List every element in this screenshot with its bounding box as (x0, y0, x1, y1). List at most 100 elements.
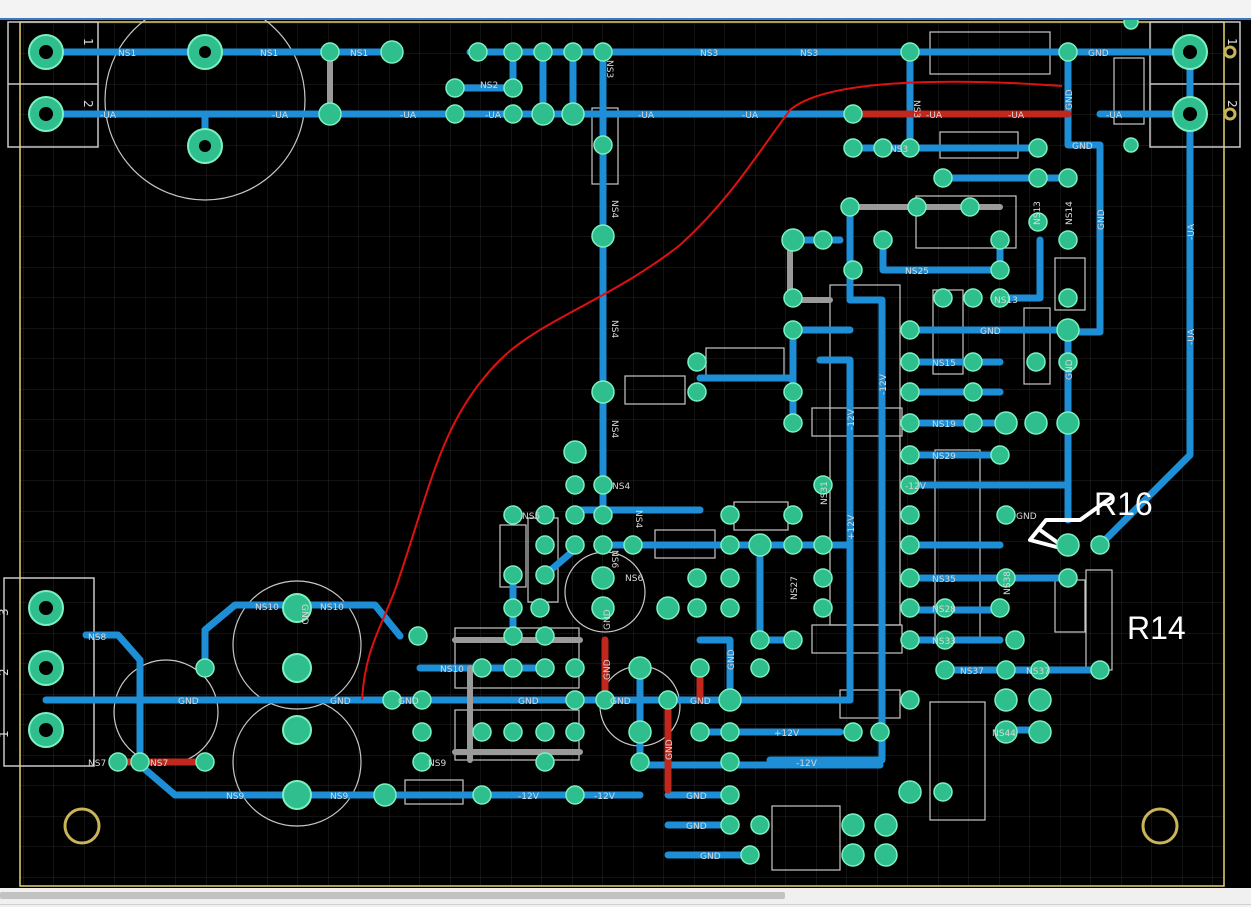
pin-number: 1 (1225, 38, 1239, 46)
net-label: GND (1072, 142, 1093, 152)
net-label: NS10 (440, 665, 464, 675)
net-label: NS38 (1003, 571, 1013, 595)
net-label: GND (1088, 49, 1109, 59)
net-labels: NS1 NS1 NS1 NS3 NS3 GND NS2 -UA -UA -UA … (88, 49, 1197, 862)
scrollbar-divider (0, 904, 1251, 905)
net-label: NS3 (700, 49, 718, 59)
net-label: NS8 (88, 633, 106, 643)
net-label: NS44 (992, 729, 1016, 739)
net-label: NS3 (800, 49, 818, 59)
net-label: +12V (847, 514, 857, 540)
net-label: NS3 (911, 100, 921, 118)
net-label: GND (1016, 512, 1037, 522)
net-label: NS33 (932, 637, 956, 647)
pin-number: 2 (81, 100, 95, 108)
net-label: GND (690, 697, 711, 707)
scrollbar-thumb[interactable] (0, 892, 785, 899)
annotation-r16: R16 (1094, 486, 1153, 522)
net-label: GND (665, 739, 675, 760)
net-label: NS3 (604, 60, 614, 78)
net-label: GND (518, 697, 539, 707)
net-label: GND (727, 649, 737, 670)
net-label: -UA (400, 111, 417, 121)
net-label: NS15 (932, 359, 956, 369)
window-title-bar (0, 0, 1251, 20)
net-label: -UA (100, 111, 117, 121)
net-label: NS10 (255, 603, 279, 613)
net-label: GND (610, 697, 631, 707)
net-label: NS14 (1065, 201, 1075, 225)
net-label: GND (330, 697, 351, 707)
net-label: NS19 (932, 420, 956, 430)
net-label: NS35 (932, 575, 956, 585)
net-label: NS4 (609, 420, 619, 438)
pcb-canvas[interactable]: NS1 NS1 NS1 NS3 NS3 GND NS2 -UA -UA -UA … (0, 20, 1251, 888)
net-label: -UA (638, 111, 655, 121)
net-label: GND (1097, 209, 1107, 230)
net-label: -UA (272, 111, 289, 121)
terminal-block-top-right (1149, 21, 1241, 148)
net-label: GND (299, 604, 309, 625)
pin-number: 3 (0, 608, 11, 616)
net-label: NS9 (428, 759, 446, 769)
net-label: NS9 (226, 792, 244, 802)
net-label: NS2 (480, 81, 498, 91)
net-label: NS25 (905, 267, 929, 277)
net-label: NS4 (609, 200, 619, 218)
net-label: NS1 (118, 49, 136, 59)
pin-number: 1 (81, 38, 95, 46)
net-label: NS7 (150, 759, 168, 769)
pads (28, 20, 1208, 867)
net-label: NS27 (790, 576, 800, 600)
ratsnest-line (361, 80, 1063, 701)
net-label: GND (603, 609, 613, 630)
net-label: NS4 (609, 320, 619, 338)
net-label: -UA (1187, 223, 1197, 240)
net-label: GND (1065, 359, 1075, 380)
net-label: NS6 (625, 574, 643, 584)
net-label: NS5 (522, 512, 540, 522)
net-label: NS1 (260, 49, 278, 59)
net-label: -12V (594, 792, 616, 802)
net-label: +12V (774, 729, 800, 739)
net-label: NS6 (609, 550, 619, 568)
net-label: NS13 (1033, 201, 1043, 225)
net-label: GND (980, 327, 1001, 337)
net-label: GND (700, 852, 721, 862)
net-label: GND (686, 822, 707, 832)
net-label: NS37 (960, 667, 984, 677)
net-label: -12V (518, 792, 540, 802)
pin-number: 1 (0, 730, 11, 738)
net-label: GND (1065, 89, 1075, 110)
terminal-block-bottom-left (3, 577, 95, 767)
net-label: GND (398, 697, 419, 707)
net-label: NS10 (320, 603, 344, 613)
net-label: -UA (485, 111, 502, 121)
connector-pin-numbers: 1 2 1 2 3 2 1 (0, 38, 1239, 738)
net-label: NS3 (890, 145, 908, 155)
net-label: -12V (879, 373, 889, 395)
terminal-block-top-left (7, 21, 99, 148)
net-label: -UA (1008, 111, 1025, 121)
horizontal-scrollbar[interactable] (0, 888, 1251, 907)
net-label: -UA (742, 111, 759, 121)
net-label: NS29 (932, 452, 956, 462)
net-label: NS37 (1026, 667, 1050, 677)
pin-number: 2 (1225, 100, 1239, 108)
net-label: NS28 (932, 605, 956, 615)
net-label: GND (178, 697, 199, 707)
net-label: -UA (926, 111, 943, 121)
net-label: -UA (1106, 111, 1123, 121)
net-label: NS4 (633, 510, 643, 528)
net-label: -UA (1187, 328, 1197, 345)
net-label: NS31 (820, 481, 830, 505)
net-label: NS4 (612, 482, 630, 492)
annotation-r14: R14 (1127, 610, 1186, 646)
net-label: GND (603, 659, 613, 680)
net-label: NS7 (88, 759, 106, 769)
net-label: NS1 (350, 49, 368, 59)
net-label: -12V (796, 759, 818, 769)
pin-number: 2 (0, 668, 11, 676)
net-label: -12V (847, 408, 857, 430)
net-label: GND (686, 792, 707, 802)
